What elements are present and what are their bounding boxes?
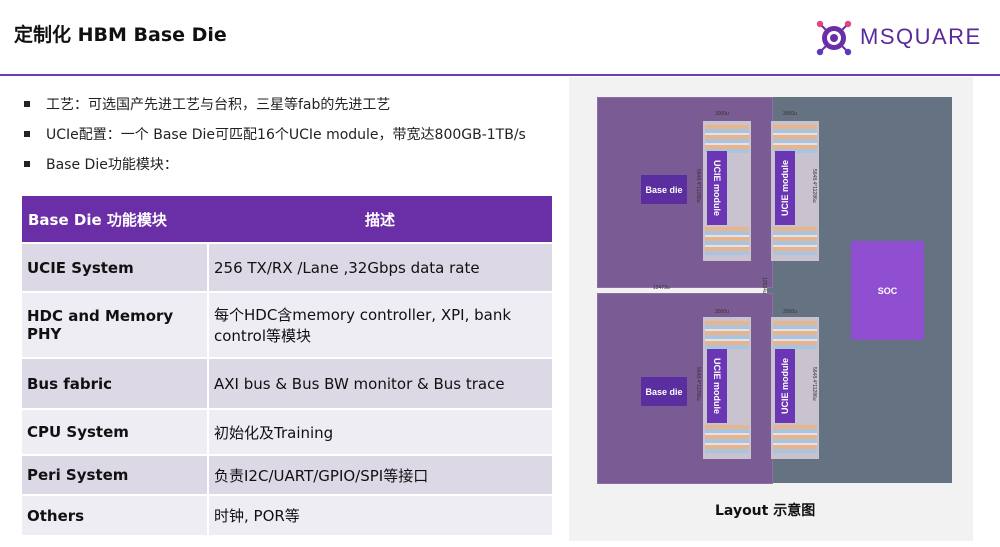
pad-cells — [773, 227, 817, 255]
desc-cell: 每个HDC含memory controller, XPI, bank contr… — [208, 291, 552, 358]
dim-label: 12534u — [761, 277, 767, 294]
dim-label: 3000u — [783, 111, 797, 117]
bullet-item: 工艺：可选国产先进工艺与台积，三星等fab的先进工艺 — [22, 89, 526, 119]
page-title: 定制化 HBM Base Die — [14, 24, 227, 46]
desc-cell: 256 TX/RX /Lane ,32Gbps data rate — [208, 242, 552, 292]
bullet-square-icon — [24, 131, 30, 137]
header-desc: 描述 — [208, 196, 552, 243]
logo-text: MSQUARE — [860, 24, 982, 49]
table-header-row: Base Die 功能模块 描述 — [22, 196, 552, 243]
desc-cell: 初始化及Training — [208, 408, 552, 455]
header-divider — [0, 74, 1000, 76]
table-row: Peri System 负责I2C/UART/GPIO/SPI等接口 — [22, 454, 552, 495]
function-table: Base Die 功能模块 描述 UCIE System 256 TX/RX /… — [22, 196, 552, 535]
dim-label: 3000u — [783, 309, 797, 315]
pad-cells — [705, 425, 749, 453]
pad-cells — [773, 321, 817, 349]
table-row: Bus fabric AXI bus & Bus BW monitor & Bu… — [22, 357, 552, 409]
ucie-module-bottom-right: UCIE module — [775, 349, 795, 423]
module-column — [771, 317, 819, 459]
bullet-item: Base Die功能模块： — [22, 149, 526, 179]
module-cell: Peri System — [22, 454, 209, 495]
dim-label: 3000u — [715, 111, 729, 117]
ucie-module-top-right: UCIE module — [775, 151, 795, 225]
bullet-list: 工艺：可选国产先进工艺与台积，三星等fab的先进工艺 UCIe配置：一个 Bas… — [22, 89, 526, 179]
layout-diagram: SOC Base die Base die UCIE module UCIE m… — [569, 77, 973, 541]
dim-label: 3000u — [715, 309, 729, 315]
desc-cell: AXI bus & Bus BW monitor & Bus trace — [208, 357, 552, 409]
ucie-module-bottom-left: UCIE module — [707, 349, 727, 423]
table-row: HDC and Memory PHY 每个HDC含memory controll… — [22, 291, 552, 358]
pad-cells — [773, 425, 817, 453]
table-row: UCIE System 256 TX/RX /Lane ,32Gbps data… — [22, 242, 552, 292]
pad-cells — [705, 321, 749, 349]
module-cell: Bus fabric — [22, 357, 209, 409]
header-module: Base Die 功能模块 — [22, 196, 208, 243]
table-row: Others 时钟, POR等 — [22, 494, 552, 535]
msquare-logo: MSQUARE — [812, 14, 994, 62]
soc-block: SOC — [851, 241, 924, 340]
bullet-square-icon — [24, 161, 30, 167]
bullet-text: UCIe配置：一个 Base Die可匹配16个UCIe module，带宽达8… — [46, 127, 526, 143]
ucie-module-top-left: UCIE module — [707, 151, 727, 225]
module-cell: UCIE System — [22, 242, 209, 292]
module-cell: CPU System — [22, 408, 209, 455]
module-column — [703, 317, 751, 459]
logo-mark-icon — [816, 20, 852, 56]
pad-cells — [705, 125, 749, 153]
module-cell: Others — [22, 494, 209, 535]
dim-label: 5648.4*11286u — [695, 367, 701, 401]
bullet-text: Base Die功能模块： — [46, 157, 178, 173]
bullet-square-icon — [24, 101, 30, 107]
desc-cell: 负责I2C/UART/GPIO/SPI等接口 — [208, 454, 552, 495]
bullet-item: UCIe配置：一个 Base Die可匹配16个UCIe module，带宽达8… — [22, 119, 526, 149]
layout-caption: Layout 示意图 — [715, 503, 816, 519]
pad-cells — [773, 125, 817, 153]
dim-label: 5648.4*11286u — [811, 169, 817, 203]
pad-cells — [705, 227, 749, 255]
desc-cell: 时钟, POR等 — [208, 494, 552, 535]
table-row: CPU System 初始化及Training — [22, 408, 552, 455]
module-column — [771, 121, 819, 261]
base-die-label-top: Base die — [641, 175, 687, 204]
base-die-label-bottom: Base die — [641, 377, 687, 406]
dim-label: 5648.4*11286u — [695, 169, 701, 203]
dim-label: 5648.4*11286u — [811, 367, 817, 401]
dim-label: 12473u — [653, 285, 670, 291]
bullet-text: 工艺：可选国产先进工艺与台积，三星等fab的先进工艺 — [46, 97, 391, 113]
module-cell: HDC and Memory PHY — [22, 291, 209, 358]
